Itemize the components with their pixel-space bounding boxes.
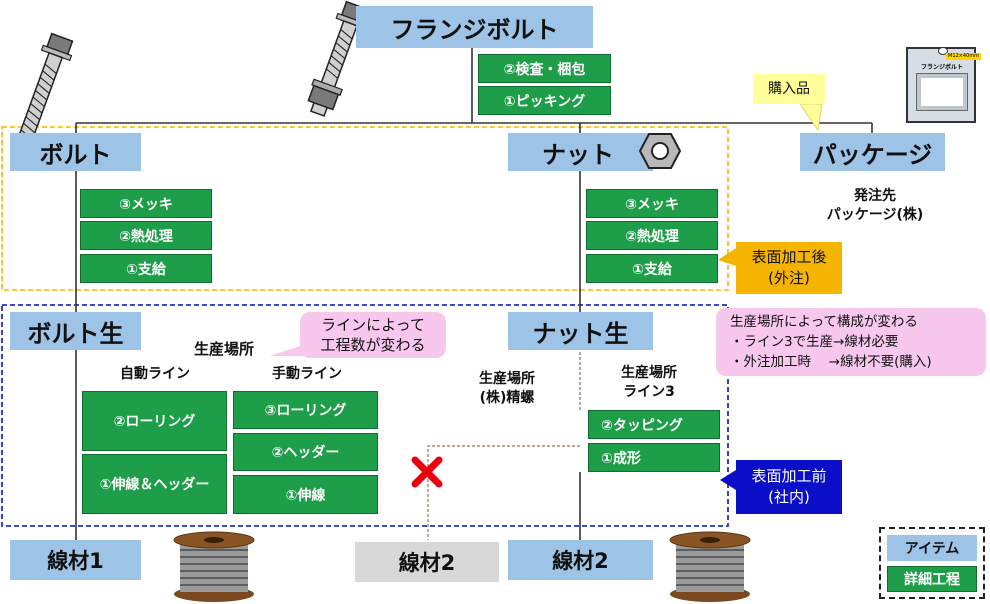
wire-coil-icon-2 [669,531,751,602]
bolt-with-nut-icon [307,0,369,117]
bolt-process-heat-treatment: ②熱処理 [80,221,212,250]
wire-coil-icon [173,531,255,602]
nut-icon [638,133,682,169]
title-flange-bolt: フランジボルト [356,6,593,48]
config-note-callout: 生産場所によって構成が変わる ・ライン3で生産→線材必要 ・外注加工時 →線材不… [716,308,986,376]
item-bolt: ボルト [10,133,141,171]
seira-site-label: 生産場所 (株)精螺 [479,371,535,406]
item-package: パッケージ [800,133,945,171]
nut-process-heat-treatment: ②熱処理 [586,221,718,250]
legend-process: 詳細工程 [887,566,977,592]
item-nut-raw: ナット生 [508,312,653,350]
manual-process-drawing: ①伸線 [233,475,378,514]
item-wire1: 線材1 [10,540,141,580]
nut-process-plating: ③メッキ [586,189,718,218]
item-wire2: 線材2 [508,540,653,580]
cross-icon [411,456,443,488]
production-site-label: 生産場所 [193,340,254,358]
nut-raw-process-tapping: ②タッピング [588,410,720,439]
auto-process-rolling: ②ローリング [82,391,227,451]
surface-after-callout: 表面加工後 (外注) [736,242,842,294]
inhouse-region [1,304,729,527]
auto-line-label: 自動ライン [120,366,190,382]
item-nut: ナット [508,133,653,171]
nut-site-label: 生産場所 ライン3 [621,365,677,400]
package-tag: M12×40mm [946,53,981,60]
package-icon-label: フランジボルト [920,64,963,71]
line-process-callout: ラインによって 工程数が変わる [300,312,446,358]
bolt-icon [16,32,74,146]
package-window [916,73,968,111]
bolt-process-supply: ①支給 [80,254,212,283]
nut-raw-process-forming: ①成形 [588,443,720,472]
nut-process-supply: ①支給 [586,254,718,283]
supplier-label: 発注先 パッケージ(株) [826,188,924,223]
bolt-process-plating: ③メッキ [80,189,212,218]
hang-hole-icon [938,47,948,55]
manual-line-label: 手動ライン [272,366,342,382]
item-wire2-unused: 線材2 [355,542,499,582]
manual-process-rolling: ③ローリング [233,391,378,429]
purchased-pointer [799,103,823,132]
legend-item: アイテム [887,535,977,561]
process-inspection-packing: ②検査・梱包 [478,54,611,83]
process-picking: ①ピッキング [478,86,611,115]
purchased-callout: 購入品 [753,74,825,104]
outsourced-region [1,126,729,291]
auto-process-drawing-header: ①伸線＆ヘッダー [82,454,227,514]
manual-process-header: ②ヘッダー [233,433,378,471]
package-icon: M12×40mm フランジボルト [906,47,981,123]
surface-before-callout: 表面加工前 (社内) [736,460,842,514]
legend: アイテム 詳細工程 [879,527,985,599]
item-bolt-raw: ボルト生 [10,312,141,350]
alt-wire-path [427,445,580,540]
